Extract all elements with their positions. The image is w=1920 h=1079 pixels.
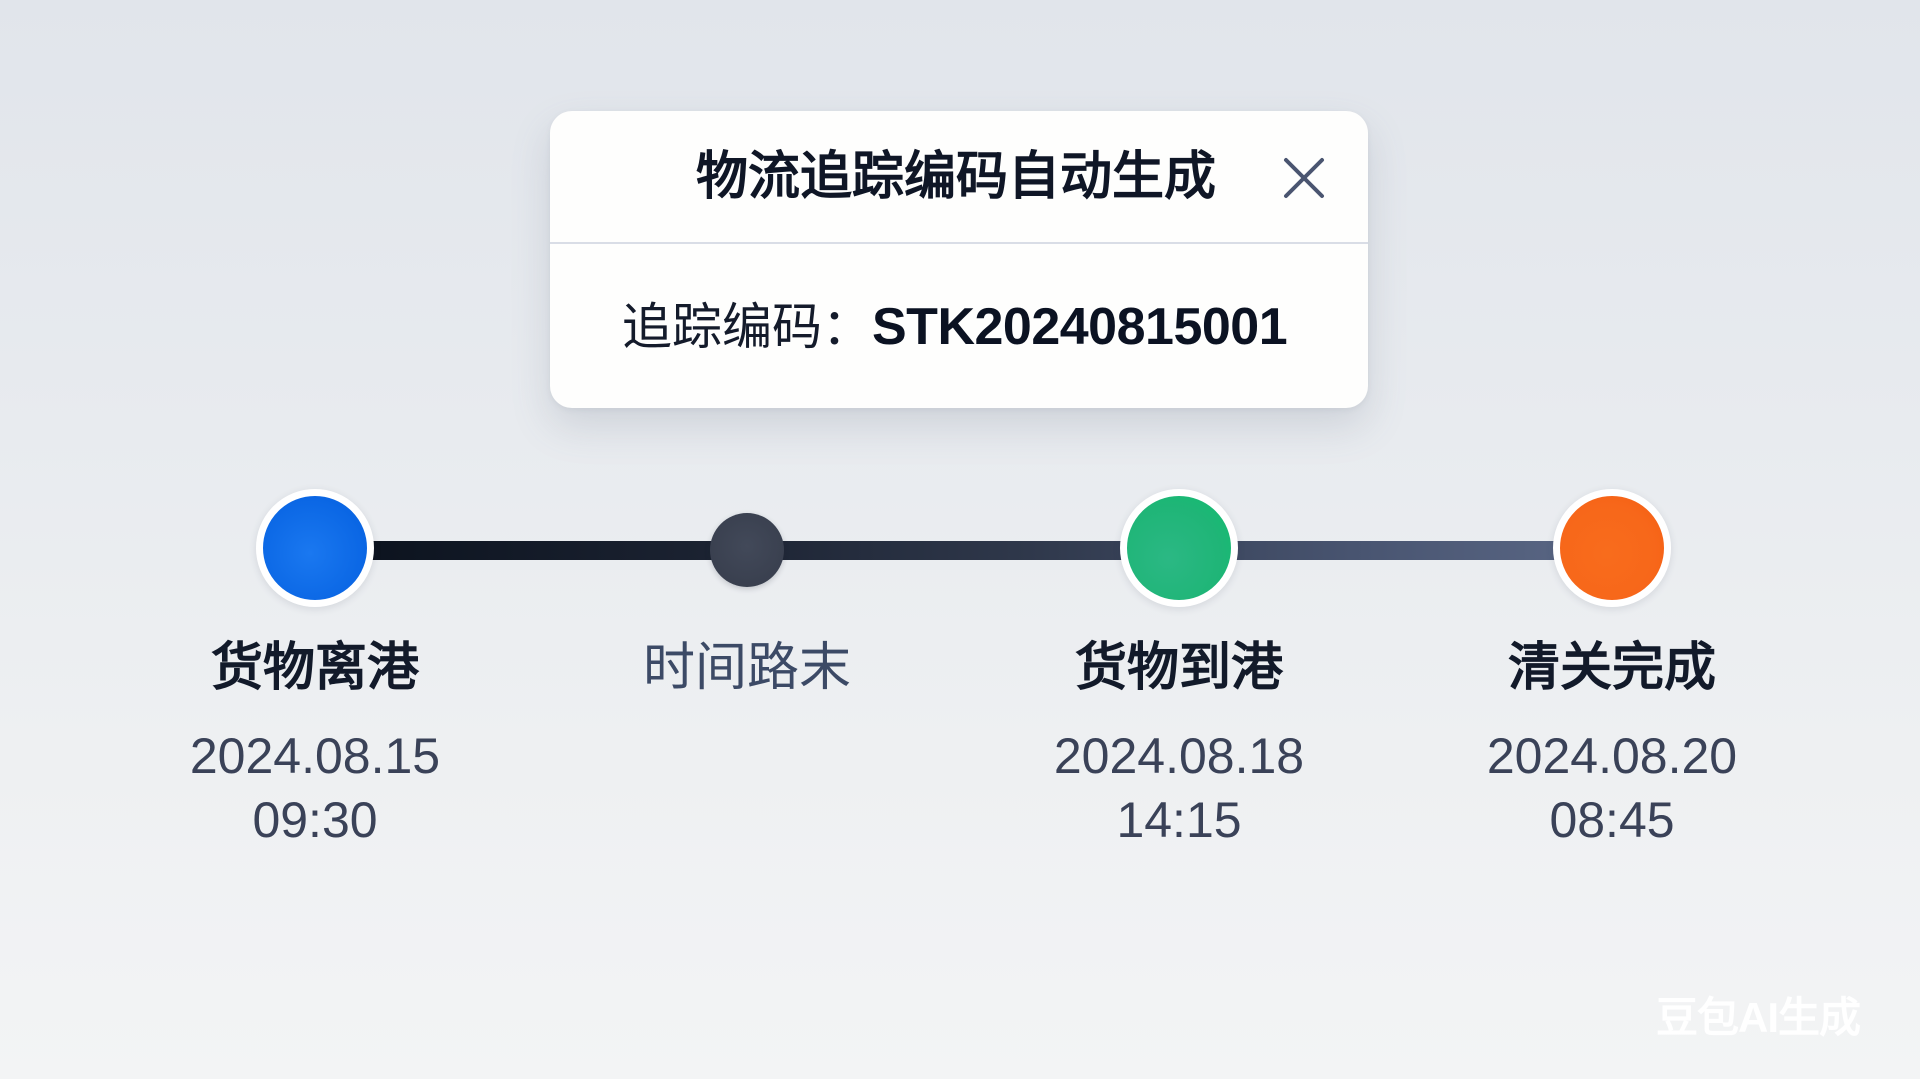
timeline-time-customs-cleared: 08:45 [1549,792,1675,848]
close-button[interactable] [1280,154,1328,202]
dialog-title: 物流追踪编码自动生成 [696,148,1217,206]
tracking-code-dialog: 物流追踪编码自动生成 追踪编码：STK20240815001 [550,111,1368,408]
timeline-date-departure: 2024.08.15 [189,728,441,784]
tracking-code-row: 追踪编码：STK20240815001 [622,294,1288,360]
timeline-label-in-transit: 时间路末 [642,639,851,697]
timeline-date-customs-cleared: 2024.08.20 [1486,728,1738,784]
timeline-node-departure[interactable] [256,489,374,607]
timeline-label-arrival: 货物到港 [1074,639,1283,697]
tracking-code-label: 追踪编码： [622,299,872,355]
timeline-node-arrival[interactable] [1120,489,1238,607]
dialog-header: 物流追踪编码自动生成 [550,111,1368,244]
ai-generated-watermark: 豆包AI生成 [1656,994,1861,1041]
timeline-time-arrival: 14:15 [1116,792,1242,848]
timeline-track [315,541,1612,560]
timeline-label-customs-cleared: 清关完成 [1507,639,1716,697]
timeline-label-departure: 货物离港 [210,639,419,697]
timeline-node-in-transit[interactable] [710,513,784,587]
close-icon [1284,158,1324,198]
timeline-node-customs-cleared[interactable] [1553,489,1671,607]
timeline-date-arrival: 2024.08.18 [1053,728,1305,784]
timeline-time-departure: 09:30 [252,792,378,848]
dialog-body: 追踪编码：STK20240815001 [550,244,1368,408]
tracking-code-value[interactable]: STK20240815001 [872,298,1288,356]
